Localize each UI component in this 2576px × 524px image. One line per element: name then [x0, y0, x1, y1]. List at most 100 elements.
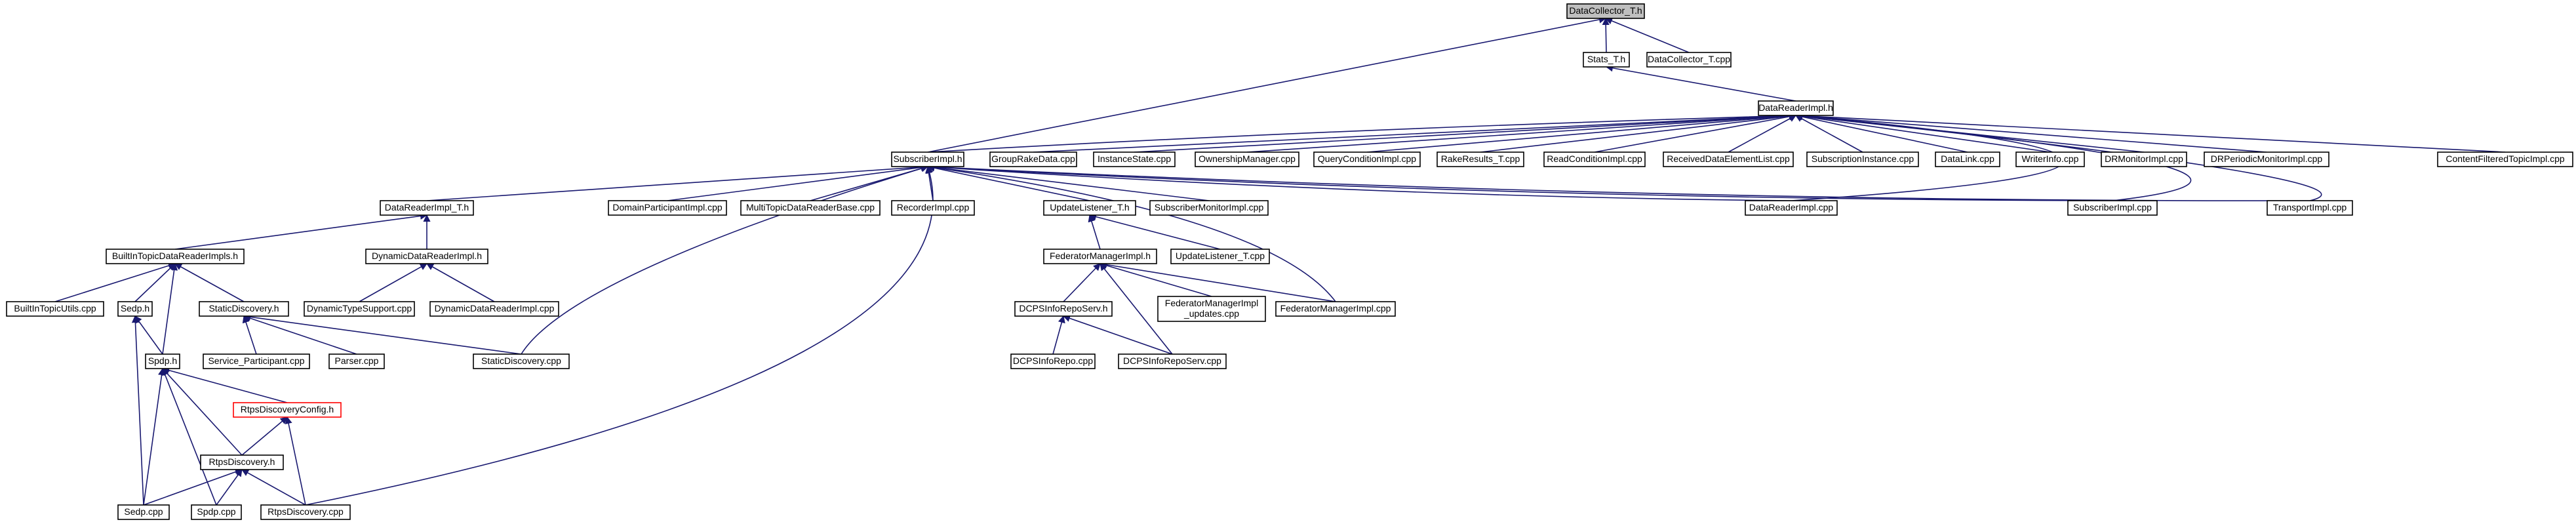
include-edge: [1794, 112, 2322, 201]
node-drperiodicmonitorimpl-cpp[interactable]: DRPeriodicMonitorImpl.cpp: [2204, 151, 2329, 167]
node-rtpsdiscovery-h[interactable]: RtpsDiscovery.h: [200, 454, 284, 470]
node-ownershipmanager-cpp[interactable]: OwnershipManager.cpp: [1195, 151, 1299, 167]
node-label: DataCollector_T.cpp: [1648, 54, 1730, 64]
node-dynamictypesupport-cpp[interactable]: DynamicTypeSupport.cpp: [304, 301, 415, 317]
node-sedp-h[interactable]: Sedp.h: [117, 301, 153, 317]
node-box: [1646, 52, 1732, 68]
include-edge: [174, 263, 245, 302]
node-label: Stats_T.h: [1587, 54, 1625, 64]
node-drmonitorimpl-cpp[interactable]: DRMonitorImpl.cpp: [2101, 151, 2187, 167]
node-box: [429, 301, 559, 317]
node-spdp-h[interactable]: Spdp.h: [145, 353, 180, 369]
node-multitopicdatareaderbase-cpp[interactable]: MultiTopicDataReaderBase.cpp: [740, 200, 881, 216]
node-label: RtpsDiscovery.cpp: [268, 506, 344, 517]
node-updatelistener-t-cpp[interactable]: UpdateListener_T.cpp: [1170, 249, 1270, 264]
node-stats-t-h[interactable]: Stats_T.h: [1583, 52, 1630, 68]
node-label: StaticDiscovery.h: [208, 303, 279, 313]
node-box: [891, 200, 975, 216]
node-label: DomainParticipantImpl.cpp: [612, 202, 723, 212]
include-edge: [521, 165, 929, 355]
node-sedp-cpp[interactable]: Sedp.cpp: [117, 504, 170, 520]
node-transportimpl-cpp[interactable]: TransportImpl.cpp: [2267, 200, 2353, 216]
node-recorderimpl-cpp[interactable]: RecorderImpl.cpp: [891, 200, 975, 216]
include-edge: [54, 262, 176, 302]
node-box: [1149, 200, 1269, 216]
node-dcpsinforeposerv-h[interactable]: DCPSInfoRepoServ.h: [1014, 301, 1113, 317]
node-rtpsdiscoveryconfig-h[interactable]: RtpsDiscoveryConfig.h: [233, 402, 342, 418]
node-label: ReceivedDataElementList.cpp: [1667, 153, 1790, 164]
node-box: [260, 504, 351, 520]
node-subscribermonitorimpl-cpp[interactable]: SubscriberMonitorImpl.cpp: [1149, 200, 1269, 216]
node-rtpsdiscovery-cpp[interactable]: RtpsDiscovery.cpp: [260, 504, 351, 520]
node-label: DataLink.cpp: [1941, 153, 1994, 164]
node-datareaderimpl-cpp[interactable]: DataReaderImpl.cpp: [1745, 200, 1838, 216]
node-label: SubscriberImpl.h: [893, 153, 962, 164]
node-label: DynamicDataReaderImpl.h: [372, 251, 482, 261]
node-label: StaticDiscovery.cpp: [481, 355, 561, 366]
node-subscriberimpl-cpp[interactable]: SubscriberImpl.cpp: [2067, 200, 2158, 216]
node-label: BuiltInTopicUtils.cpp: [14, 303, 96, 313]
node-staticdiscovery-h[interactable]: StaticDiscovery.h: [199, 301, 289, 317]
node-staticdiscovery-cpp[interactable]: StaticDiscovery.cpp: [473, 353, 570, 369]
node-datalink-cpp[interactable]: DataLink.cpp: [1935, 151, 2000, 167]
node-box: [1010, 353, 1096, 369]
node-receiveddataelementlist-cpp[interactable]: ReceivedDataElementList.cpp: [1663, 151, 1794, 167]
node-label: QueryConditionImpl.cpp: [1318, 153, 1416, 164]
node-label: DataReaderImpl_T.h: [385, 202, 469, 212]
node-box: [608, 200, 727, 216]
node-box: [199, 301, 289, 317]
node-builtintopicdatareaderimpls-h[interactable]: BuiltInTopicDataReaderImpls.h: [106, 249, 245, 264]
include-edge: [359, 263, 427, 302]
include-edge: [926, 163, 2310, 201]
node-box: [6, 301, 104, 317]
node-domainparticipantimpl-cpp[interactable]: DomainParticipantImpl.cpp: [608, 200, 727, 216]
node-spdp-cpp[interactable]: Spdp.cpp: [191, 504, 242, 520]
node-datareaderimpl-t-h[interactable]: DataReaderImpl_T.h: [380, 200, 474, 216]
node-service-participant-cpp[interactable]: Service_Participant.cpp: [203, 353, 310, 369]
node-datareaderimpl-h[interactable]: DataReaderImpl.h: [1758, 100, 1834, 116]
node-label: RtpsDiscoveryConfig.h: [241, 404, 334, 414]
include-edge: [426, 263, 495, 302]
node-label: Spdp.cpp: [197, 506, 235, 517]
node-dynamicdatareaderimpl-cpp[interactable]: DynamicDataReaderImpl.cpp: [429, 301, 559, 317]
node-parser-cpp[interactable]: Parser.cpp: [328, 353, 385, 369]
node-dynamicdatareaderimpl-h[interactable]: DynamicDataReaderImpl.h: [365, 249, 488, 264]
node-groupRakedata-cpp[interactable]: GroupRakeData.cpp: [989, 151, 1077, 167]
include-edge: [927, 16, 1607, 153]
include-edge: [926, 163, 1210, 201]
node-writerinfo-cpp[interactable]: WriterInfo.cpp: [2015, 151, 2085, 167]
node-dcpsinforeposerv-cpp[interactable]: DCPSInfoRepoServ.cpp: [1118, 353, 1227, 369]
node-updatelistener-t-h[interactable]: UpdateListener_T.h: [1043, 200, 1136, 216]
node-datacollector-t-cpp[interactable]: DataCollector_T.cpp: [1646, 52, 1732, 68]
node-label: DataReaderImpl.cpp: [1749, 202, 1834, 212]
node-subscriptioninstance-cpp[interactable]: SubscriptionInstance.cpp: [1806, 151, 1919, 167]
node-box: [203, 353, 310, 369]
node-instancestate-cpp[interactable]: InstanceState.cpp: [1093, 151, 1176, 167]
include-edge: [926, 163, 1792, 201]
node-box: [1806, 151, 1919, 167]
node-label: OwnershipManager.cpp: [1199, 153, 1296, 164]
node-federatormanagerimpl-h[interactable]: FederatorManagerImpl.h: [1043, 249, 1157, 264]
node-subscriberimpl-h[interactable]: SubscriberImpl.h: [891, 151, 964, 167]
node-label: WriterInfo.cpp: [2022, 153, 2079, 164]
node-queryconditionimpl-cpp[interactable]: QueryConditionImpl.cpp: [1313, 151, 1421, 167]
include-edge: [926, 163, 1336, 302]
include-edge: [667, 163, 929, 201]
include-edge: [1088, 213, 1221, 250]
node-rakeresults-t-cpp[interactable]: RakeResults_T.cpp: [1437, 151, 1524, 167]
node-label: SubscriberImpl.cpp: [2073, 202, 2152, 212]
node-label: RakeResults_T.cpp: [1441, 153, 1520, 164]
node-contentfilteredtopicimpl-cpp[interactable]: ContentFilteredTopicImpl.cpp: [2437, 151, 2573, 167]
include-edge: [1134, 111, 1797, 153]
node-box: [106, 249, 245, 264]
node-box: [1663, 151, 1794, 167]
node-label: Sedp.cpp: [124, 506, 163, 517]
node-dcpsinforepo-cpp[interactable]: DCPSInfoRepo.cpp: [1010, 353, 1096, 369]
node-federatormanagerimpl-cpp[interactable]: FederatorManagerImpl.cpp: [1275, 301, 1396, 317]
node-builtintopicutils-cpp[interactable]: BuiltInTopicUtils.cpp: [6, 301, 104, 317]
node-federatormanagerimpl-updates-cpp[interactable]: FederatorManagerImpl_updates.cpp: [1157, 296, 1266, 322]
node-readconditionimpl-cpp[interactable]: ReadConditionImpl.cpp: [1543, 151, 1646, 167]
node-box: [740, 200, 881, 216]
node-box: [2437, 151, 2573, 167]
include-edge: [305, 165, 934, 506]
